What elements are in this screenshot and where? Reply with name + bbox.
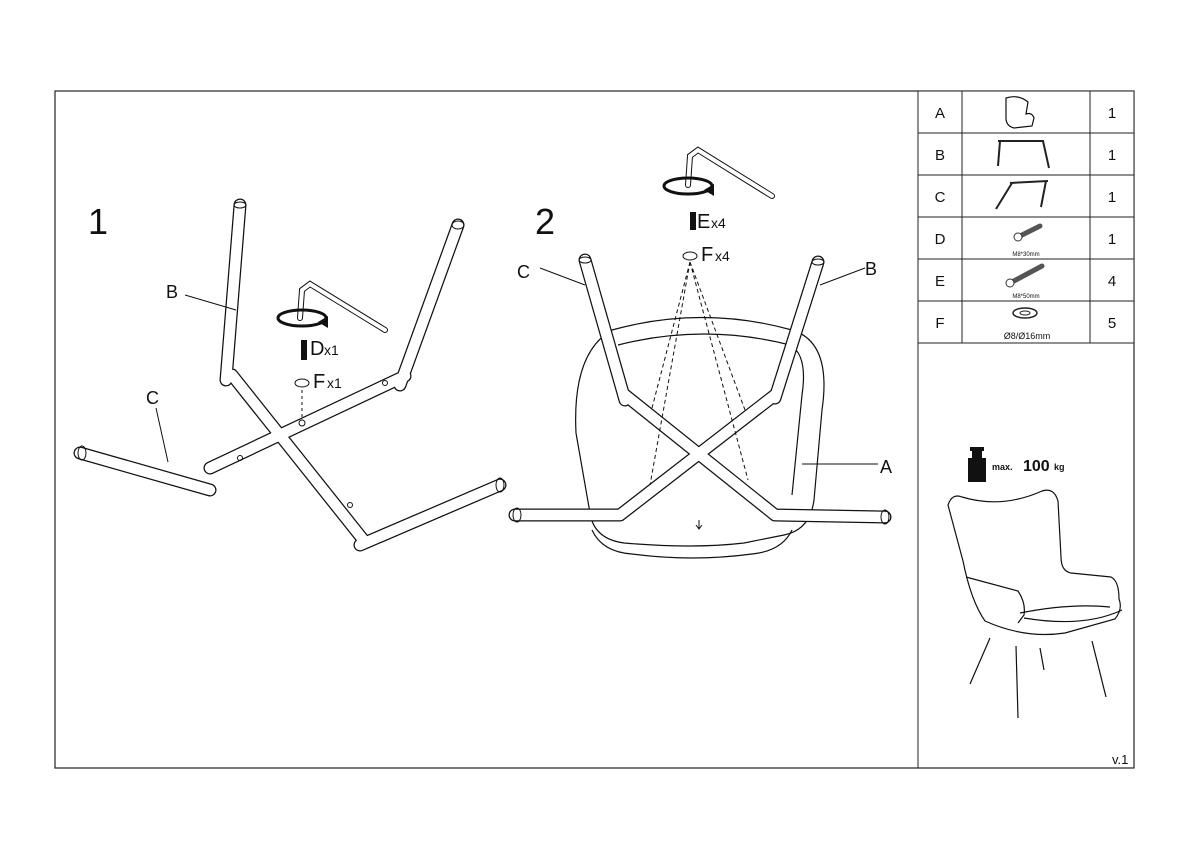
step-1: 1 B C D x1 F x1	[73, 198, 507, 552]
bolt-icon	[690, 212, 696, 230]
hardware-letter: F	[313, 371, 325, 393]
hardware-qty: x4	[711, 215, 726, 231]
page-frame	[54, 90, 1135, 769]
hardware-letter: F	[701, 244, 713, 266]
washer-icon	[294, 378, 310, 388]
bolt-icon	[301, 340, 307, 360]
part-id: A	[935, 105, 945, 122]
load-prefix: max.	[992, 462, 1013, 472]
step-number: 2	[535, 201, 555, 242]
max-load: max. 100 kg	[968, 447, 1065, 482]
washer-icon	[682, 251, 698, 261]
part-label-a: A	[880, 457, 892, 477]
part-spec: M8*30mm	[1012, 252, 1039, 258]
part-spec: Ø8/Ø16mm	[1004, 331, 1051, 341]
part-id: D	[935, 231, 946, 248]
table-row: D M8*30mm 1	[935, 223, 1116, 258]
part-label-c: C	[146, 388, 159, 408]
chair-seat-a	[575, 316, 825, 559]
hardware-letter: E	[697, 211, 710, 233]
leg-frame-b-and-c	[73, 198, 507, 552]
callout-line	[155, 407, 169, 463]
part-label-c: C	[517, 262, 530, 282]
table-row: A 1	[935, 96, 1116, 129]
part-id: F	[935, 315, 944, 332]
version-label: v.1	[1112, 752, 1128, 767]
part-label-b: B	[166, 282, 178, 302]
step-2: 2 C B A E x4	[508, 146, 892, 559]
leg-frame-icon	[995, 180, 1049, 210]
hardware-letter: D	[310, 338, 324, 360]
part-id: C	[935, 189, 946, 206]
part-qty: 1	[1108, 147, 1116, 164]
part-id: E	[935, 273, 945, 290]
parts-table: A 1 B 1 C 1 D M8*30mm 1 E M8*50mm 4	[917, 90, 1135, 344]
bolt-icon	[1009, 263, 1045, 285]
assembled-chair-illustration	[947, 489, 1123, 719]
hardware-qty: x1	[327, 375, 342, 391]
armchair-seat-icon	[1005, 96, 1035, 129]
part-qty: 5	[1108, 315, 1116, 332]
load-value: 100	[1023, 458, 1050, 475]
load-unit: kg	[1054, 462, 1065, 472]
bolt-icon	[1017, 223, 1043, 239]
weight-icon	[968, 458, 986, 482]
bolt-guide-lines	[649, 261, 749, 486]
part-label-b: B	[865, 259, 877, 279]
part-qty: 1	[1108, 189, 1116, 206]
part-qty: 1	[1108, 231, 1116, 248]
leg-frame-icon	[997, 140, 1050, 169]
arrow-icon	[695, 520, 703, 530]
table-row: C 1	[935, 180, 1116, 210]
callout-line	[184, 294, 237, 311]
hardware-qty: x1	[324, 342, 339, 358]
part-spec: M8*50mm	[1012, 294, 1039, 300]
table-row: B 1	[935, 140, 1116, 169]
hardware-qty: x4	[715, 248, 730, 264]
part-qty: 1	[1108, 105, 1116, 122]
table-row: E M8*50mm 4	[935, 263, 1116, 300]
step-number: 1	[88, 201, 108, 242]
leg-frame	[508, 253, 892, 525]
allen-key-icon	[662, 146, 775, 199]
allen-key-icon	[276, 280, 388, 333]
part-id: B	[935, 147, 945, 164]
washer-icon	[1012, 307, 1038, 319]
part-qty: 4	[1108, 273, 1116, 290]
table-row: F Ø8/Ø16mm 5	[935, 307, 1116, 341]
